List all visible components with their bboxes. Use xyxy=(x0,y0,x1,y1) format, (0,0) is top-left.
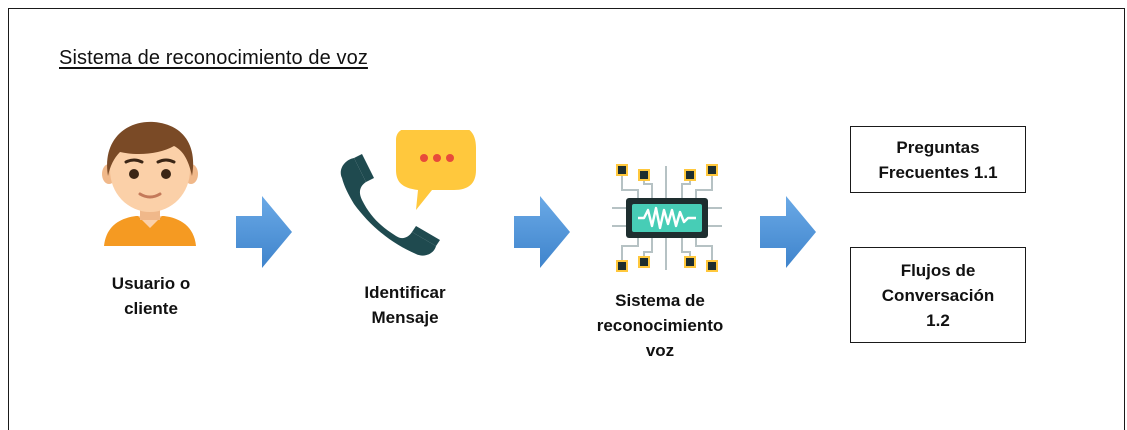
arrow-right-icon xyxy=(514,196,570,268)
step-label-recognition: Sistema de reconocimiento voz xyxy=(596,291,724,360)
output-box-faq: Preguntas Frecuentes 1.1 xyxy=(850,126,1026,193)
output-box-conversation-flows: Flujos de Conversación 1.2 xyxy=(850,247,1026,343)
user-avatar-icon xyxy=(102,121,198,246)
arrow-right-icon xyxy=(236,196,292,268)
diagram-frame xyxy=(8,8,1125,430)
step-label-identify: Identificar Mensaje xyxy=(364,283,446,327)
diagram-title: Sistema de reconocimiento de voz xyxy=(59,47,368,69)
phone-chat-icon xyxy=(340,130,476,256)
arrow-right-icon xyxy=(760,196,816,268)
step-label-user: Usuario o cliente xyxy=(111,274,191,318)
voice-chip-icon xyxy=(612,164,722,272)
